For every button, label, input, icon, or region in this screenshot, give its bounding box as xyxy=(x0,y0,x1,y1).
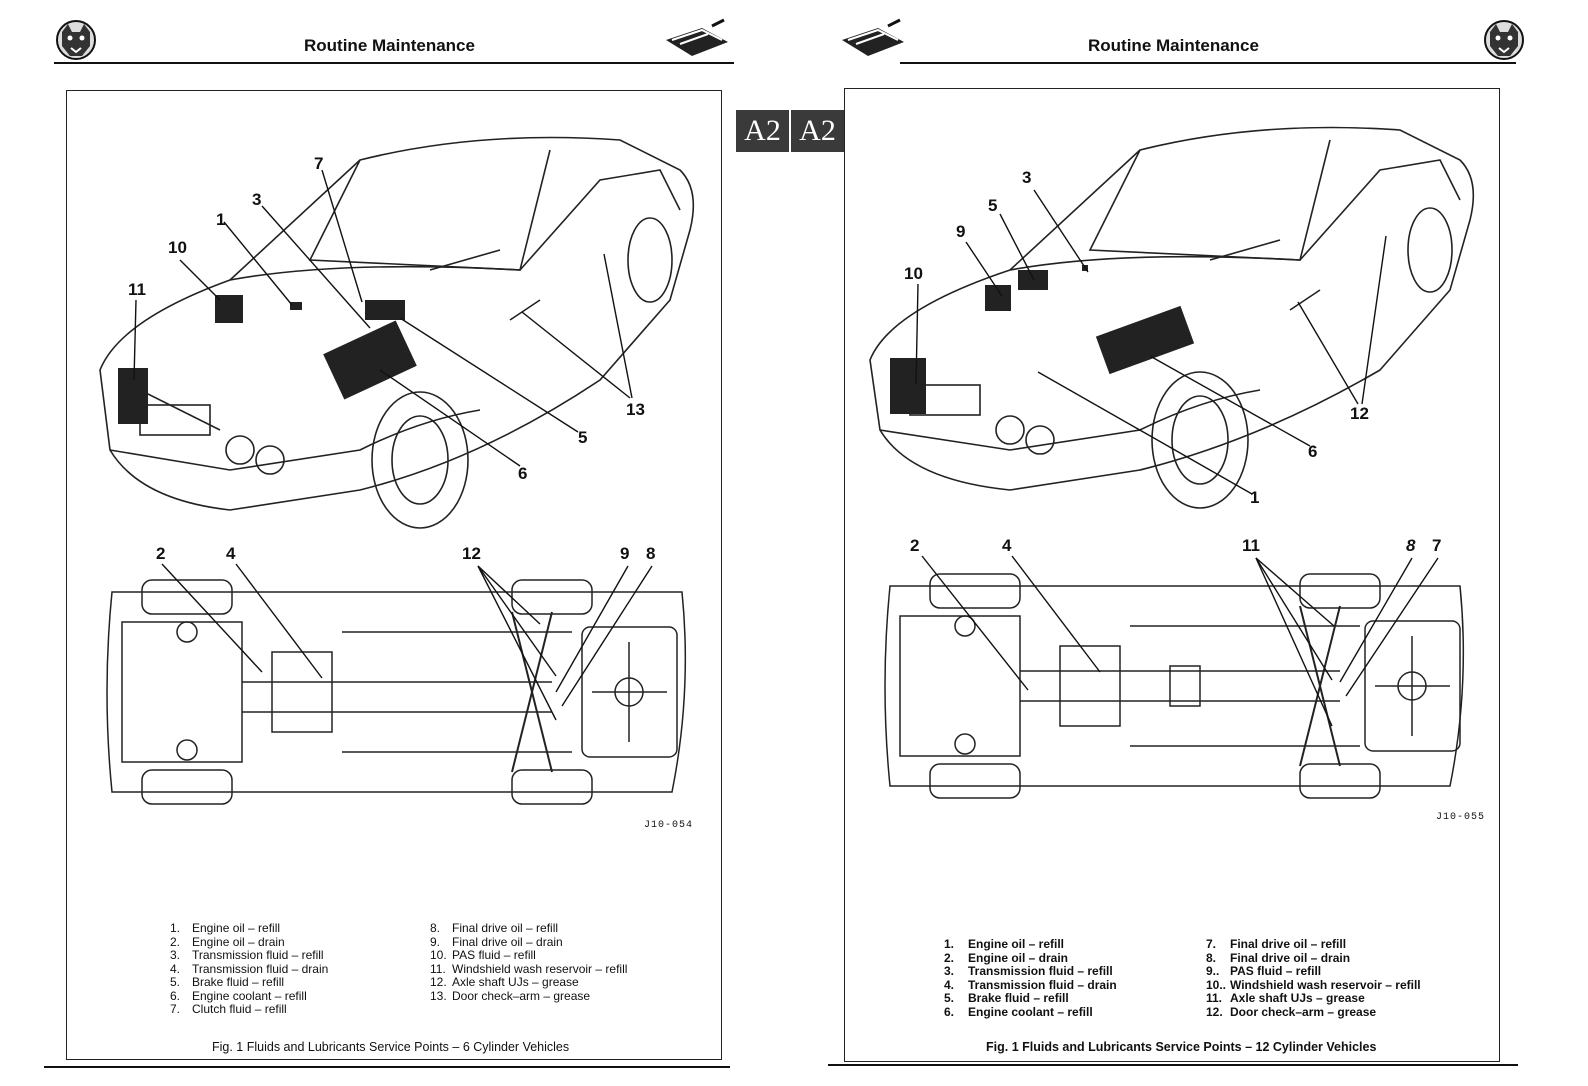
legend-item: 3.Transmission fluid – refill xyxy=(170,948,324,962)
callout-10: 10 xyxy=(168,238,187,257)
footer-rule xyxy=(44,1066,730,1068)
callout-5: 5 xyxy=(578,428,588,447)
figure-reference: J10-054 xyxy=(644,820,694,831)
section-tab: A2 A2 xyxy=(736,110,844,152)
callout-1: 1 xyxy=(216,210,226,229)
legend-column-left: 1.Engine oil – refill 2.Engine oil – dra… xyxy=(170,921,329,1017)
legend-item: 7.Clutch fluid – refill xyxy=(170,1002,287,1016)
callout-5: 5 xyxy=(988,196,998,215)
legend-item: 3.Transmission fluid – refill xyxy=(944,964,1113,978)
underbody-drawing xyxy=(106,579,687,805)
callout-3: 3 xyxy=(252,190,262,209)
legend-item: 2.Engine oil – drain xyxy=(944,950,1069,965)
legend-item: 9.Final drive oil – drain xyxy=(430,934,563,949)
section-tab-left: A2 xyxy=(744,114,781,147)
callout-8: 8 xyxy=(1406,536,1416,555)
callout-4: 4 xyxy=(226,544,236,563)
header-rule xyxy=(54,62,734,64)
legend-item: 4.Transmission fluid – drain xyxy=(944,977,1117,992)
page-title: Routine Maintenance xyxy=(304,36,475,55)
legend-item: 6.Engine coolant – refill xyxy=(944,1004,1093,1019)
underbody-leaders xyxy=(161,563,653,721)
service-tool-icon xyxy=(666,18,728,56)
legend-item: 10.PAS fluid – refill xyxy=(430,948,536,962)
callout-12: 12 xyxy=(1350,404,1369,423)
figure-frame xyxy=(66,90,722,1060)
car-perspective-drawing xyxy=(869,126,1475,509)
legend-item: 8.Final drive oil – refill xyxy=(430,921,559,935)
callout-6: 6 xyxy=(1308,442,1318,461)
legend-item: 8.Final drive oil – drain xyxy=(1206,950,1351,965)
callout-1: 1 xyxy=(1250,488,1260,507)
legend-item: 1.Engine oil – refill xyxy=(170,921,281,935)
car-perspective-leaders xyxy=(133,169,633,467)
callout-8: 8 xyxy=(646,544,656,563)
left-page: Routine Maintenance xyxy=(0,0,790,1086)
legend-column-right: 7.Final drive oil – refill 8.Final drive… xyxy=(1206,937,1421,1019)
callout-9: 9 xyxy=(956,222,966,241)
legend-item: 12.Door check–arm – grease xyxy=(1206,1004,1377,1019)
callout-7: 7 xyxy=(314,154,324,173)
legend-item: 7.Final drive oil – refill xyxy=(1206,937,1347,951)
legend-item: 2.Engine oil – drain xyxy=(170,934,285,949)
legend-item: 11.Axle shaft UJs – grease xyxy=(1206,991,1365,1005)
legend-item: 5.Brake fluid – refill xyxy=(170,975,285,989)
callout-3: 3 xyxy=(1022,168,1032,187)
legend-column-right: 8.Final drive oil – refill 9.Final drive… xyxy=(430,921,628,1003)
car-perspective-drawing xyxy=(99,136,695,529)
legend-item: 6.Engine coolant – refill xyxy=(170,988,307,1003)
legend-item: 10..Windshield wash reservoir – refill xyxy=(1206,977,1421,992)
figure-frame xyxy=(844,88,1500,1062)
car-perspective-leaders xyxy=(915,189,1387,495)
callout-2: 2 xyxy=(910,536,920,555)
legend-item: 1.Engine oil – refill xyxy=(944,937,1065,951)
callout-2: 2 xyxy=(156,544,166,563)
underbody-leaders xyxy=(921,555,1439,727)
header-rule xyxy=(900,62,1516,64)
figure-reference: J10-055 xyxy=(1436,812,1486,823)
callout-7: 7 xyxy=(1432,536,1442,555)
callout-12: 12 xyxy=(462,544,481,563)
callout-13: 13 xyxy=(626,400,645,419)
callout-10: 10 xyxy=(904,264,923,283)
service-tool-icon xyxy=(842,18,904,56)
figure-caption: Fig. 1 Fluids and Lubricants Service Poi… xyxy=(986,1040,1377,1054)
jaguar-head-logo-icon xyxy=(1484,20,1524,60)
callout-11: 11 xyxy=(1242,536,1260,555)
underbody-drawing xyxy=(884,573,1465,799)
legend-item: 13.Door check–arm – grease xyxy=(430,988,591,1003)
callout-6: 6 xyxy=(518,464,528,483)
legend-item: 12.Axle shaft UJs – grease xyxy=(430,975,579,989)
legend-item: 9..PAS fluid – refill xyxy=(1206,964,1322,978)
jaguar-head-logo-icon xyxy=(56,20,96,60)
callout-11: 11 xyxy=(128,280,146,299)
callout-4: 4 xyxy=(1002,536,1012,555)
legend-item: 5.Brake fluid – refill xyxy=(944,991,1069,1005)
section-tab-right: A2 xyxy=(789,110,844,152)
footer-rule xyxy=(828,1064,1518,1066)
page-title: Routine Maintenance xyxy=(1088,36,1259,55)
callout-9: 9 xyxy=(620,544,630,563)
legend-item: 4.Transmission fluid – drain xyxy=(170,961,329,976)
legend-item: 11.Windshield wash reservoir – refill xyxy=(430,961,628,976)
legend-column-left: 1.Engine oil – refill 2.Engine oil – dra… xyxy=(944,937,1117,1019)
figure-caption: Fig. 1 Fluids and Lubricants Service Poi… xyxy=(212,1040,570,1054)
right-page: Routine Maintenance 3 5 9 xyxy=(798,0,1588,1086)
